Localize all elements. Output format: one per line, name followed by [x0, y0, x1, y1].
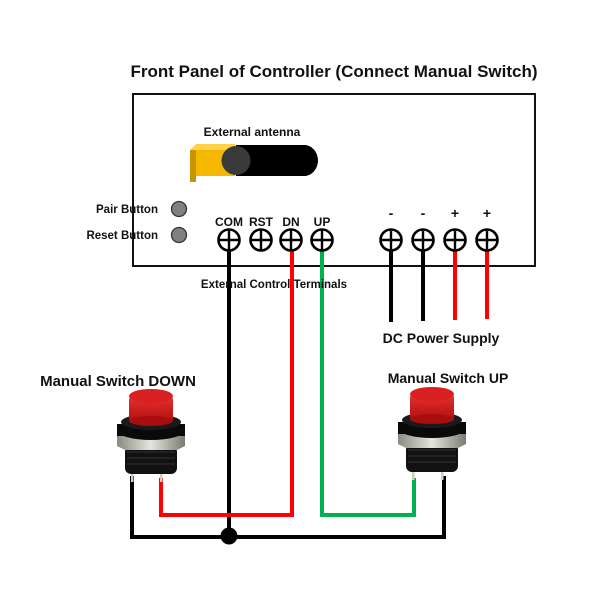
antenna-icon	[190, 144, 318, 182]
reset-button[interactable]	[170, 226, 188, 244]
pair-button[interactable]	[170, 200, 188, 218]
wire-up	[320, 250, 416, 517]
power-terminal-label-pos-1: +	[451, 205, 459, 221]
control-terminals-caption: External Control Terminals	[201, 279, 347, 291]
reset-button-label: Reset Button	[86, 230, 158, 242]
power-terminal-label-neg-2: -	[421, 205, 426, 221]
power-supply-caption: DC Power Supply	[383, 330, 500, 346]
power-terminal-4[interactable]	[475, 228, 499, 252]
power-terminal-label-neg-1: -	[389, 205, 394, 221]
terminal-label-dn: DN	[282, 215, 299, 229]
terminal-label-up: UP	[314, 215, 331, 229]
pair-button-label: Pair Button	[96, 204, 158, 216]
control-terminal-up[interactable]	[310, 228, 334, 252]
power-terminal-label-pos-2: +	[483, 205, 491, 221]
switch-down-label: Manual Switch DOWN	[40, 373, 196, 390]
wire-dn	[159, 250, 294, 517]
power-terminal-3[interactable]	[443, 228, 467, 252]
antenna-end-cap	[221, 146, 251, 175]
controller-panel	[132, 93, 536, 267]
junction-dot	[220, 527, 238, 545]
terminal-label-rst: RST	[249, 215, 274, 229]
switch-up-label: Manual Switch UP	[388, 370, 509, 386]
terminal-label-com: COM	[215, 215, 243, 229]
wire-common-return	[130, 476, 446, 539]
control-terminal-com[interactable]	[217, 228, 241, 252]
control-terminal-dn[interactable]	[279, 228, 303, 252]
power-terminal-2[interactable]	[411, 228, 435, 252]
control-terminal-rst[interactable]	[249, 228, 273, 252]
switch-up[interactable]	[397, 386, 467, 481]
switch-down[interactable]	[116, 388, 186, 483]
diagram-title: Front Panel of Controller (Connect Manua…	[130, 62, 537, 81]
power-terminal-1[interactable]	[379, 228, 403, 252]
antenna-label: External antenna	[204, 125, 301, 139]
